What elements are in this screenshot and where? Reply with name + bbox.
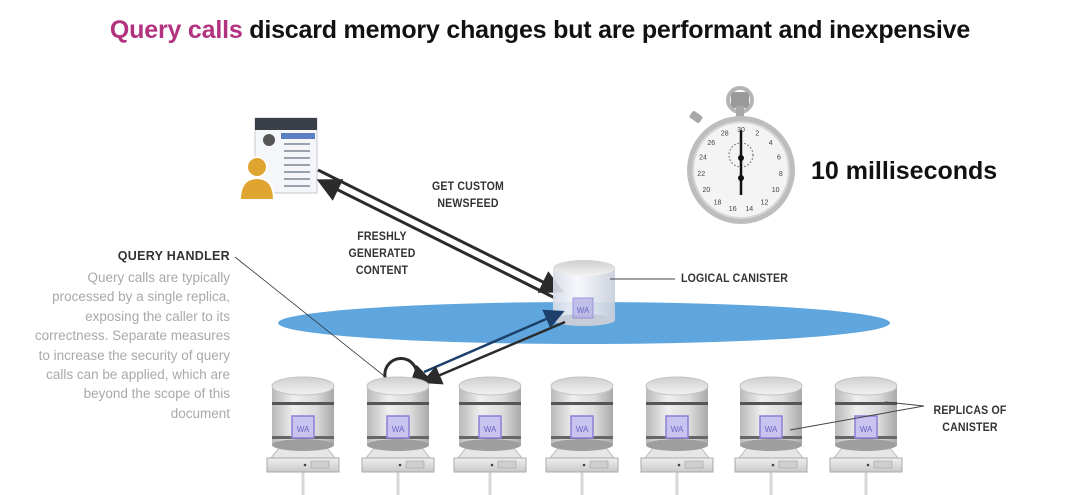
replicas-of-canister-label: REPLICAS OF CANISTER [926, 402, 1014, 436]
query-handler-title: QUERY HANDLER [117, 249, 230, 263]
freshly-generated-content-label: FRESHLY GENERATED CONTENT [338, 228, 426, 279]
replica-row: WA WA WA WA WA WA WA [266, 376, 903, 495]
logical-canister-icon: WA [553, 260, 615, 326]
canister-badge-text: WA [671, 425, 684, 434]
replica-canister: WA [734, 376, 808, 495]
canister-icon: WA [834, 376, 898, 451]
canister-badge-text: WA [484, 425, 497, 434]
label-line: GET CUSTOM [432, 179, 504, 193]
dial-number: 6 [777, 155, 781, 162]
label-line: NEWSFEED [437, 196, 499, 210]
canister-icon: WA [550, 376, 614, 451]
server-icon [361, 447, 435, 473]
dial-number: 4 [769, 140, 773, 147]
dial-number: 8 [779, 171, 783, 178]
server-icon [829, 447, 903, 473]
title-highlight: Query calls [109, 16, 243, 44]
dial-number: 22 [697, 171, 705, 178]
dial-number: 28 [721, 131, 729, 138]
canister-icon: WA [739, 376, 803, 451]
replicas-leader-1 [789, 405, 925, 431]
canister-badge-text: WA [392, 425, 405, 434]
server-icon [545, 447, 619, 473]
dial-number: 20 [703, 187, 711, 194]
server-icon [266, 447, 340, 473]
response-arrow [316, 179, 556, 300]
canister-badge-text: WA [577, 306, 590, 315]
label-line: REPLICAS OF [933, 403, 1007, 417]
canister-badge-text: WA [860, 425, 873, 434]
label-line: CONTENT [355, 263, 409, 277]
dial-number: 26 [707, 140, 715, 147]
replica-canister: WA [640, 376, 714, 495]
dial-number: 18 [714, 199, 722, 206]
get-custom-newsfeed-label: GET CUSTOM NEWSFEED [424, 178, 512, 212]
title-rest: discard memory changes but are performan… [242, 16, 971, 44]
canister-icon: WA [645, 376, 709, 451]
canister-icon: WA [366, 376, 430, 451]
replica-canister: WA [545, 376, 619, 495]
server-icon [640, 447, 714, 473]
browser-window-icon [254, 117, 318, 194]
request-arrow [317, 168, 565, 293]
canister-badge-text: WA [765, 425, 778, 434]
server-icon [453, 447, 527, 473]
page-title: Query calls discard memory changes but a… [0, 16, 1080, 45]
dial-number: 2 [755, 131, 759, 138]
server-icon [734, 447, 808, 473]
logical-canister-label: LOGICAL CANISTER [681, 271, 789, 285]
dial-number: 10 [772, 187, 780, 194]
timing-label: 10 milliseconds [811, 157, 998, 185]
label-line: GENERATED [348, 246, 416, 260]
query-handler-leader [234, 256, 399, 388]
dial-number: 30 [737, 127, 745, 134]
dial-number: 24 [699, 155, 707, 162]
loop-arrow-icon [383, 357, 434, 391]
canister-icon: WA [271, 376, 335, 451]
canister-badge-text: WA [297, 425, 310, 434]
dial-number: 14 [745, 206, 753, 213]
replica-canister: WA [453, 376, 527, 495]
replica-canister: WA [266, 376, 340, 495]
dial-number: 12 [761, 199, 769, 206]
dial-number: 16 [729, 206, 737, 213]
replica-canister: WA [829, 376, 903, 495]
replica-canister: WA [361, 376, 435, 495]
query-handler-description: Query calls are typically processed by a… [34, 270, 230, 421]
query-return-arrow [421, 320, 566, 385]
user-icon [238, 156, 276, 201]
query-forward-arrow [423, 309, 565, 374]
label-line: CANISTER [942, 420, 998, 434]
canister-badge-text: WA [576, 425, 589, 434]
canister-icon: WA [458, 376, 522, 451]
label-line: FRESHLY [357, 229, 407, 243]
replicas-leader-2 [884, 401, 925, 407]
